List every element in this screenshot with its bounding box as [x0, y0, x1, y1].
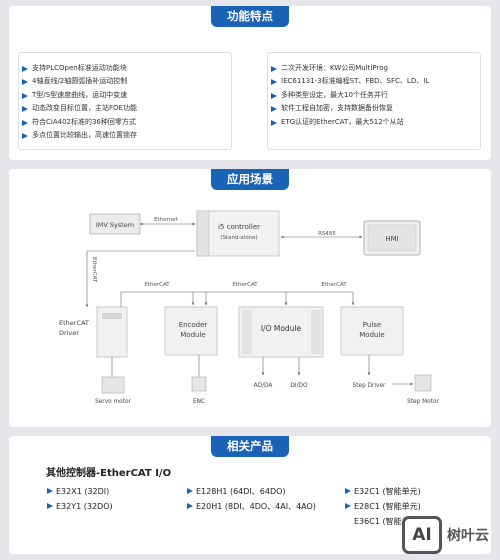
feature-item: 4轴直线/2轴圆弧插补运动控制: [22, 75, 232, 88]
dido-label: DI/DO: [290, 383, 308, 389]
feature-item: 动态改变目标位置，主站FOE功能: [22, 102, 232, 115]
feature-item: 二次开发环境：KW公司MultiProg: [271, 62, 481, 75]
scenario-panel: 应用场景 IMV System Ethernet i5 controller (…: [9, 169, 491, 427]
hmi-label: HMI: [385, 235, 398, 243]
ethercat-label-3: EtherCAT: [321, 282, 347, 288]
logo: AI 树叶云: [402, 515, 494, 555]
ethercat-label-1: EtherCAT: [144, 282, 170, 288]
servo-motor-shape: [101, 376, 125, 394]
encoder-label-2: Module: [180, 331, 205, 339]
features-right-column: 二次开发环境：KW公司MultiProg IEC61131-3标准编程ST、FB…: [267, 52, 481, 150]
controller-cabinet: [196, 210, 210, 257]
product-item[interactable]: E20H1 (8DI、4DO、4AI、4AO): [187, 499, 316, 514]
io-module-slot: [311, 310, 321, 354]
products-title: 其他控制器-EtherCAT I/O: [46, 468, 172, 479]
enc-label: ENC: [193, 399, 205, 405]
pulse-label-2: Module: [359, 331, 384, 339]
feature-item: 多点位置比较输出，高速位置锁存: [22, 129, 232, 142]
pulse-label-1: Pulse: [363, 321, 381, 329]
feature-item: T型/S型速度曲线，运动中变速: [22, 89, 232, 102]
logo-mark: AI: [402, 516, 442, 554]
products-tab: 相关产品: [211, 436, 289, 457]
feature-item: ETG认证的EtherCAT，最大512个从站: [271, 116, 481, 129]
features-right-frame: [267, 52, 481, 150]
pulse-module-box: [340, 306, 404, 356]
feature-item: IEC61131-3标准编程ST、FBD、SFC、LD、IL: [271, 75, 481, 88]
product-item[interactable]: E32X1 (32DI): [47, 484, 113, 499]
products-column-1: E32X1 (32DI) E32Y1 (32DO): [47, 484, 113, 514]
step-motor-label: Step Motor: [407, 399, 439, 405]
encoder-module-box: [164, 306, 218, 356]
scenario-tab: 应用场景: [211, 169, 289, 190]
ethercat-label-2: EtherCAT: [232, 282, 258, 288]
ethercat-vertical-label: EtherCAT: [91, 257, 97, 283]
io-module-label: I/O Module: [261, 324, 302, 333]
products-column-3: E32C1 (智能单元) E28C1 (智能单元) E36C1 (智能单元): [345, 484, 421, 529]
features-left-frame: [18, 52, 232, 150]
io-module-slot: [242, 310, 252, 354]
imv-label: IMV System: [96, 221, 134, 229]
feature-item: 软件工程自加密，支持数据备份恢复: [271, 102, 481, 115]
controller-label: i5 controller: [218, 223, 260, 231]
feature-item: 符合CiA402标准的36种回零方式: [22, 116, 232, 129]
rs485-label: RS485: [318, 231, 336, 237]
features-panel: 功能特点 支持PLCOpen标准运动功能块 4轴直线/2轴圆弧插补运动控制 T型…: [9, 6, 491, 160]
driver-label-1: EtherCAT: [59, 319, 89, 327]
feature-item: 支持PLCOpen标准运动功能块: [22, 62, 232, 75]
hmi-screen: [367, 224, 417, 252]
controller-sub-label: (Stand-alone): [220, 235, 257, 241]
product-item[interactable]: E28C1 (智能单元): [345, 499, 421, 514]
driver-label-2: Driver: [59, 329, 79, 337]
features-tab: 功能特点: [211, 6, 289, 27]
servo-motor-label: Servo motor: [95, 399, 131, 405]
step-motor-shape: [414, 374, 432, 392]
product-item[interactable]: E32C1 (智能单元): [345, 484, 421, 499]
adda-label: AD/DA: [254, 383, 273, 389]
product-item[interactable]: E36C1 (智能单元): [354, 517, 421, 526]
controller-box: [196, 210, 280, 257]
feature-item: 多种类型设定，最大10个任务并行: [271, 89, 481, 102]
product-item[interactable]: E128H1 (64DI、64DO): [187, 484, 316, 499]
ethernet-label: Ethernet: [154, 217, 179, 223]
driver-display: [102, 313, 122, 319]
enc-shape: [191, 376, 207, 392]
product-item[interactable]: E32Y1 (32DO): [47, 499, 113, 514]
logo-name: 树叶云: [447, 528, 489, 544]
step-driver-label: Step Driver: [353, 383, 386, 389]
products-column-2: E128H1 (64DI、64DO) E20H1 (8DI、4DO、4AI、4A…: [187, 484, 316, 514]
topology-diagram: IMV System Ethernet i5 controller (Stand…: [59, 210, 440, 405]
features-left-column: 支持PLCOpen标准运动功能块 4轴直线/2轴圆弧插补运动控制 T型/S型速度…: [18, 52, 232, 150]
io-module-box: [238, 306, 324, 358]
encoder-label-1: Encoder: [179, 321, 208, 329]
